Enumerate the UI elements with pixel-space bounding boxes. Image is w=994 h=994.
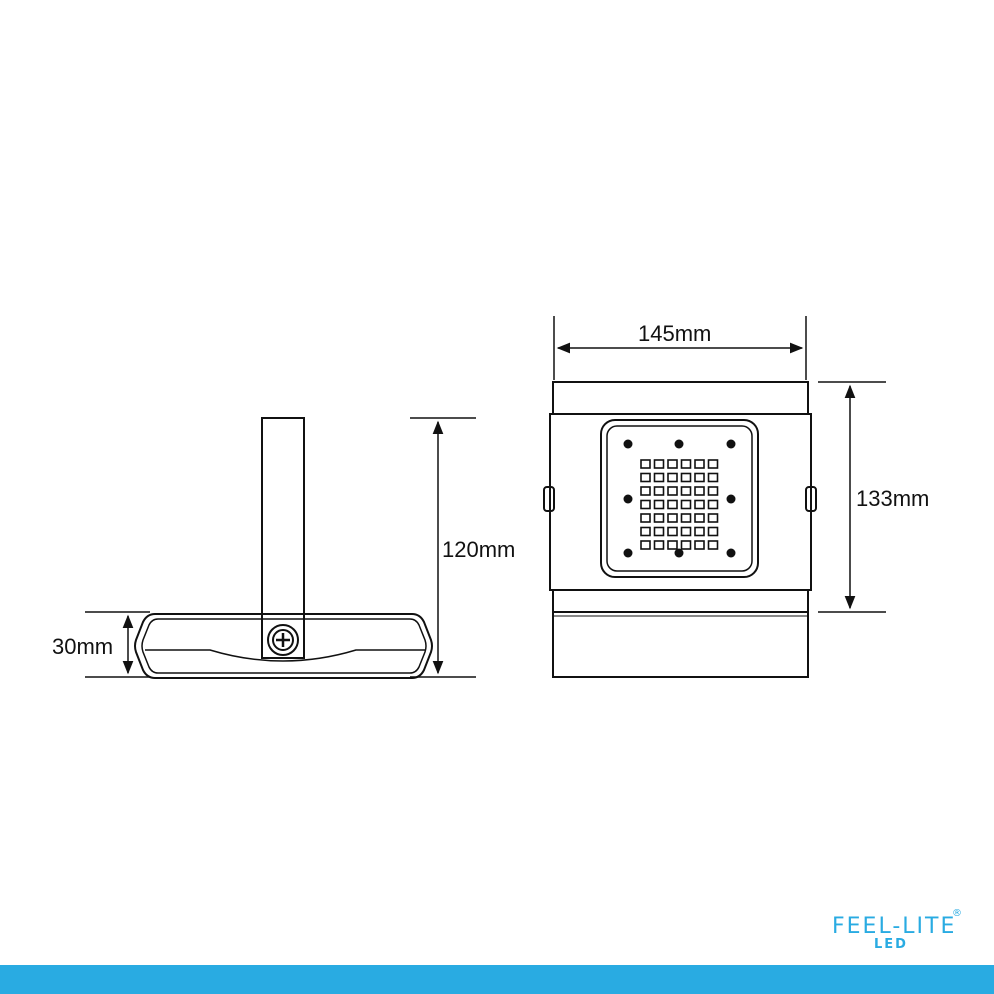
side-lamp-inner [141, 618, 427, 674]
led-chip [667, 526, 678, 537]
led-chip [640, 513, 651, 523]
led-chip [680, 459, 692, 469]
led-chip-grid [640, 459, 719, 550]
led-chip [640, 472, 651, 483]
logo-wordmark: FEEL-LITE [832, 914, 956, 939]
led-chip [694, 486, 705, 496]
led-chip [640, 486, 651, 496]
led-chip [694, 513, 705, 523]
led-chip [667, 513, 678, 523]
led-chip [694, 526, 705, 537]
label-front-width: 145mm [638, 321, 711, 346]
led-chip [667, 472, 678, 483]
led-chip [667, 499, 678, 510]
pivot-screw-icon [267, 624, 299, 656]
led-chip [667, 486, 678, 496]
logo-registered-mark: ® [952, 908, 962, 919]
led-chip [653, 513, 665, 523]
led-chip [640, 459, 651, 469]
led-chip [707, 499, 719, 510]
front-lens-inner [606, 425, 753, 572]
led-chip [694, 459, 705, 469]
led-chip [707, 540, 719, 550]
footer-bar [0, 965, 994, 994]
front-lens-frame [600, 419, 759, 578]
led-chip [667, 459, 678, 469]
led-chip [640, 499, 651, 510]
led-chip [680, 499, 692, 510]
led-chip [680, 472, 692, 483]
pivot-screw-cross [276, 633, 290, 647]
led-chip [653, 526, 665, 537]
led-chip [680, 513, 692, 523]
led-chip [707, 486, 719, 496]
pivot-screw-inner [272, 629, 294, 651]
brand-logo: FEEL-LITE LED ® [832, 908, 962, 952]
dim-side-thickness [85, 611, 150, 678]
led-chip [653, 486, 665, 496]
label-side-height: 120mm [442, 537, 515, 562]
led-chip [640, 540, 651, 550]
led-chip [680, 526, 692, 537]
led-chip [707, 513, 719, 523]
side-bracket-arm [261, 417, 305, 659]
led-chip [653, 459, 665, 469]
side-view [134, 417, 433, 679]
front-view [543, 381, 817, 678]
led-chip [653, 499, 665, 510]
led-chip [653, 472, 665, 483]
led-chip [667, 540, 678, 550]
led-chip [680, 486, 692, 496]
dim-front-height [818, 381, 886, 613]
dim-front-width [553, 316, 807, 380]
led-chip [707, 526, 719, 537]
led-chip [640, 526, 651, 537]
led-chip [694, 472, 705, 483]
led-chip [707, 472, 719, 483]
led-chip [694, 499, 705, 510]
label-side-thickness: 30mm [52, 634, 113, 659]
logo-sub: LED [874, 937, 908, 952]
label-front-height: 133mm [856, 486, 929, 511]
side-lamp-body [134, 613, 433, 679]
led-chip [707, 459, 719, 469]
front-screws [623, 439, 736, 558]
side-lamp-curve [145, 649, 425, 662]
led-chip [680, 540, 692, 550]
led-chip [694, 540, 705, 550]
led-chip [653, 540, 665, 550]
dim-side-height [410, 417, 476, 678]
